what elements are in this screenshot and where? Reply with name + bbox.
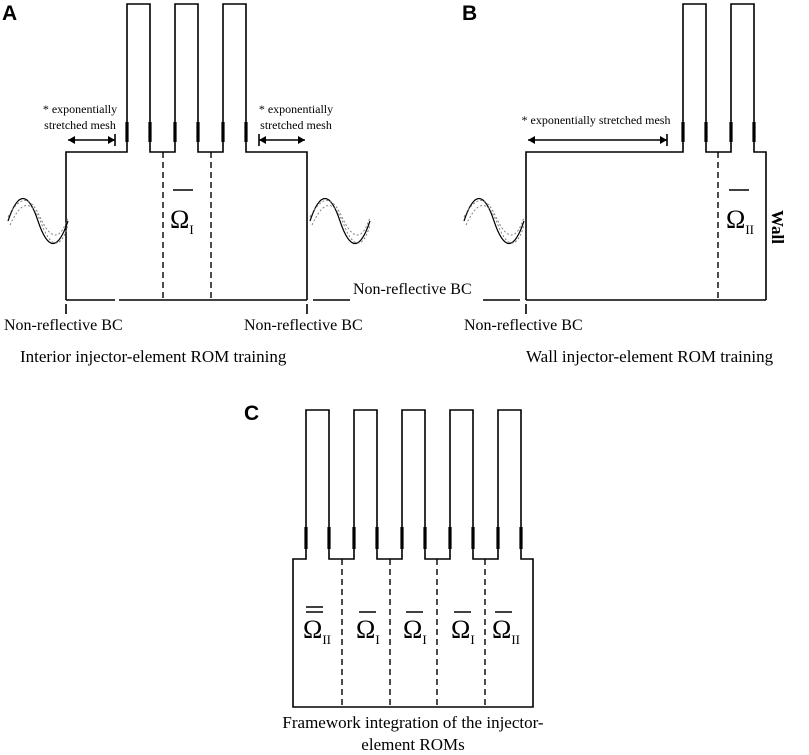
panel-a-letter: A <box>2 2 17 25</box>
mesh-note-left-line1: * exponentially <box>43 102 117 116</box>
bc-label-left: Non-reflective BC <box>4 317 123 334</box>
mesh-note-right-line1: * exponentially <box>259 102 333 116</box>
panel-a: A * exponentially stretched mesh * expon… <box>2 2 371 366</box>
svg-text:ΩII: ΩII <box>303 615 331 647</box>
panel-a-outline <box>65 3 308 300</box>
svg-text:ΩII: ΩII <box>492 615 520 647</box>
region-label-4: ΩI <box>451 611 475 647</box>
caption-b: Wall injector-element ROM training <box>526 347 774 366</box>
region-label-5: ΩII <box>492 611 520 647</box>
region-label-1: ΩII <box>303 606 331 647</box>
svg-text:ΩI: ΩI <box>356 615 380 647</box>
mesh-note-left-line2: stretched mesh <box>44 118 116 132</box>
region-omega-I: ΩI <box>170 205 194 237</box>
svg-text:ΩI: ΩI <box>451 615 475 647</box>
caption-a: Interior injector-element ROM training <box>20 347 287 366</box>
region-label-2: ΩI <box>356 611 380 647</box>
panel-c-letter: C <box>244 402 259 425</box>
panel-c: C ΩII ΩI ΩI ΩI <box>244 402 544 754</box>
caption-c-line2: element ROMs <box>361 735 464 754</box>
region-omega-II: ΩII <box>726 205 754 237</box>
bc-label-top: Non-reflective BC <box>353 281 472 298</box>
mesh-note: * exponentially stretched mesh <box>522 113 671 127</box>
region-label-3: ΩI <box>403 611 427 647</box>
panel-c-outline <box>292 409 534 708</box>
panel-b-outline <box>525 3 767 300</box>
bc-label-right: Non-reflective BC <box>244 317 363 334</box>
wave-icon <box>463 198 525 244</box>
panel-b-letter: B <box>462 2 477 25</box>
mesh-note-right-line2: stretched mesh <box>260 118 332 132</box>
wall-label: Wall <box>768 210 787 244</box>
panel-b: B * exponentially stretched mesh ΩII Wal… <box>313 2 787 366</box>
svg-text:ΩI: ΩI <box>403 615 427 647</box>
wave-icon <box>7 198 69 244</box>
caption-c-line1: Framework integration of the injector- <box>282 713 544 732</box>
wave-icon <box>309 198 371 244</box>
bc-label-left: Non-reflective BC <box>464 317 583 334</box>
